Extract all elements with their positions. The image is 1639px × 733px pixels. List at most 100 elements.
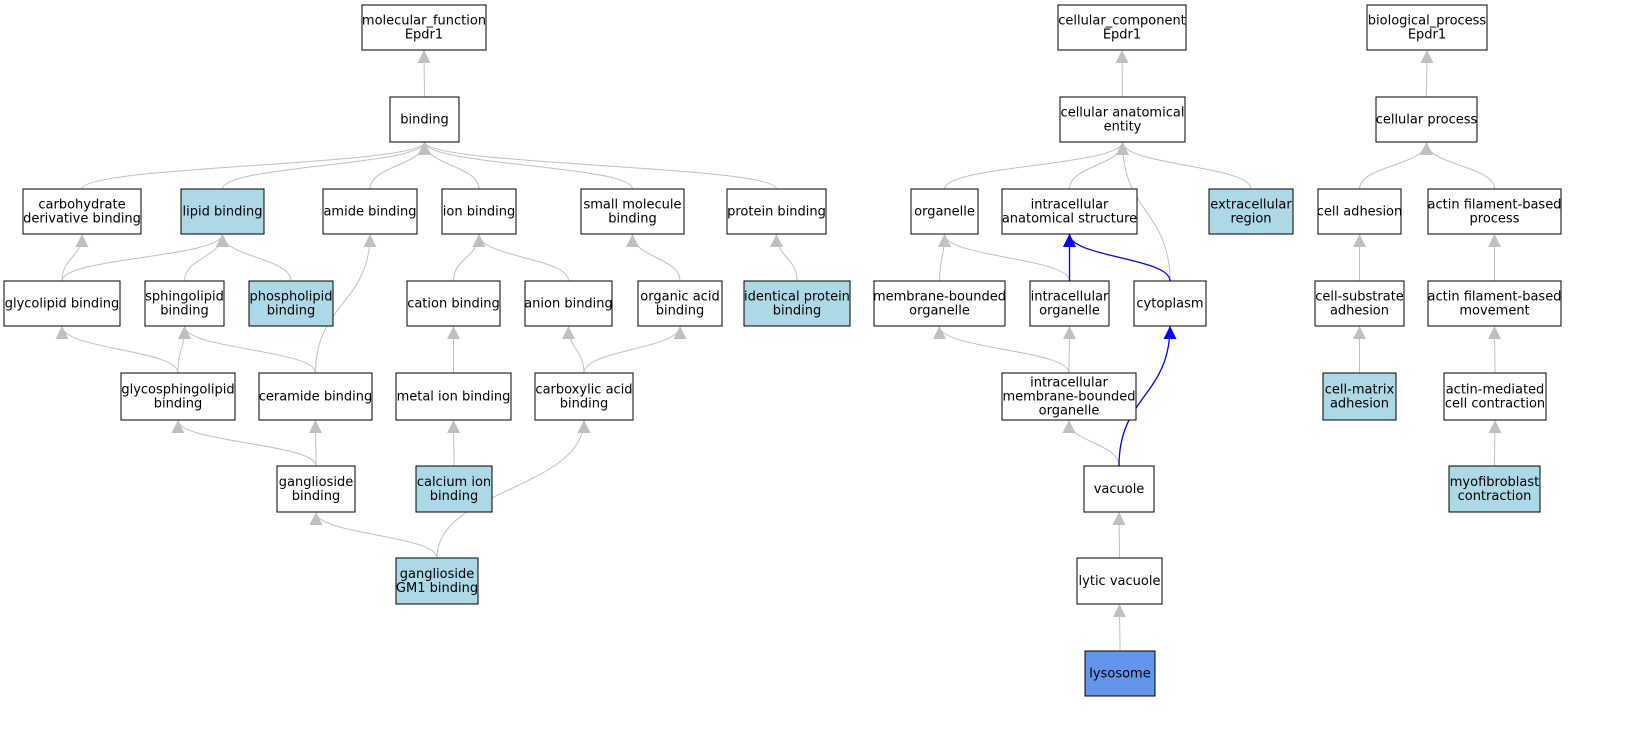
node-lipid-binding[interactable]: lipid binding — [180, 188, 265, 235]
edge-line — [418, 141, 777, 190]
node-ceramide[interactable]: ceramide binding — [258, 372, 373, 421]
node-label-line: binding — [160, 304, 208, 319]
node-label-line: organelle — [909, 304, 970, 319]
edge-cell-adhesion-to-cellular-process — [1359, 141, 1433, 190]
node-label-line: molecular_function — [362, 14, 486, 29]
node-cellular-process[interactable]: cellular process — [1375, 96, 1478, 143]
node-cytoplasm[interactable]: cytoplasm — [1133, 280, 1207, 327]
node-label-line: glycosphingolipid — [121, 383, 234, 398]
node-box — [1208, 188, 1294, 235]
edge-cellular-process-to-bp-root — [1420, 49, 1434, 98]
node-amide-binding[interactable]: amide binding — [322, 188, 418, 235]
node-box — [743, 280, 851, 327]
node-label-line: organelle — [914, 205, 975, 220]
node-label-line: binding — [400, 113, 448, 128]
edge-vacuole-to-imbo — [1062, 419, 1120, 467]
node-label-line: binding — [773, 304, 821, 319]
edge-line — [770, 233, 798, 282]
node-lysosome[interactable]: lysosome — [1084, 650, 1156, 697]
edge-io-to-organelle — [938, 233, 1070, 282]
node-label-line: ganglioside — [400, 567, 475, 582]
node-protein-binding[interactable]: protein binding — [726, 188, 827, 235]
node-box — [361, 4, 487, 51]
edge-line — [1062, 419, 1120, 467]
node-box — [1133, 280, 1207, 327]
node-metal-ion[interactable]: metal ion binding — [395, 372, 512, 421]
node-label-line: contraction — [1458, 489, 1532, 504]
node-label-line: binding — [430, 489, 478, 504]
node-glycolipid[interactable]: glycolipid binding — [3, 280, 121, 327]
node-box — [1427, 188, 1562, 235]
edge-actin-contraction-to-actin-movement — [1488, 325, 1502, 374]
edge-line — [55, 325, 179, 374]
node-label-line: glycolipid binding — [5, 297, 120, 312]
edge-line — [1488, 419, 1502, 467]
node-label-line: membrane-bounded — [873, 290, 1006, 305]
node-label-line: cellular_component — [1058, 14, 1186, 29]
edge-line — [937, 233, 951, 282]
edge-line — [933, 325, 1070, 374]
node-binding[interactable]: binding — [389, 96, 460, 143]
node-label-line: intracellular — [1031, 198, 1109, 213]
edge-cae-to-cc-root — [1115, 49, 1129, 98]
node-lytic[interactable]: lytic vacuole — [1076, 557, 1163, 605]
node-label-line: small molecule — [584, 198, 682, 213]
node-box — [395, 372, 512, 421]
node-box — [415, 465, 493, 513]
node-box — [258, 372, 373, 421]
node-label-line: cell-matrix — [1325, 383, 1395, 398]
edge-lipid-binding-to-binding — [222, 141, 431, 190]
edge-line — [1116, 141, 1171, 282]
edge-line — [1112, 511, 1126, 559]
node-cell-adhesion[interactable]: cell adhesion — [1317, 188, 1403, 235]
node-box — [1057, 4, 1187, 51]
node-label-line: cytoplasm — [1136, 297, 1203, 312]
node-vacuole[interactable]: vacuole — [1083, 465, 1155, 513]
node-label-line: adhesion — [1330, 304, 1389, 319]
node-label-line: intracellular — [1031, 290, 1109, 305]
node-label-line: region — [1230, 212, 1271, 227]
node-box — [1001, 372, 1137, 421]
edge-line — [1420, 49, 1434, 98]
edge-line — [1062, 325, 1076, 374]
edge-line — [1069, 141, 1129, 190]
edge-line — [61, 233, 229, 282]
node-label-line: binding — [608, 212, 656, 227]
node-cation[interactable]: cation binding — [406, 280, 501, 327]
node-box — [248, 280, 334, 327]
edge-line — [1420, 141, 1495, 190]
node-box — [580, 188, 685, 235]
node-label-line: Epdr1 — [1103, 28, 1141, 43]
node-label-line: binding — [292, 489, 340, 504]
node-anion[interactable]: anion binding — [524, 280, 613, 327]
node-ion-binding[interactable]: ion binding — [441, 188, 517, 235]
node-organelle[interactable]: organelle — [910, 188, 979, 235]
edge-line — [81, 141, 431, 190]
